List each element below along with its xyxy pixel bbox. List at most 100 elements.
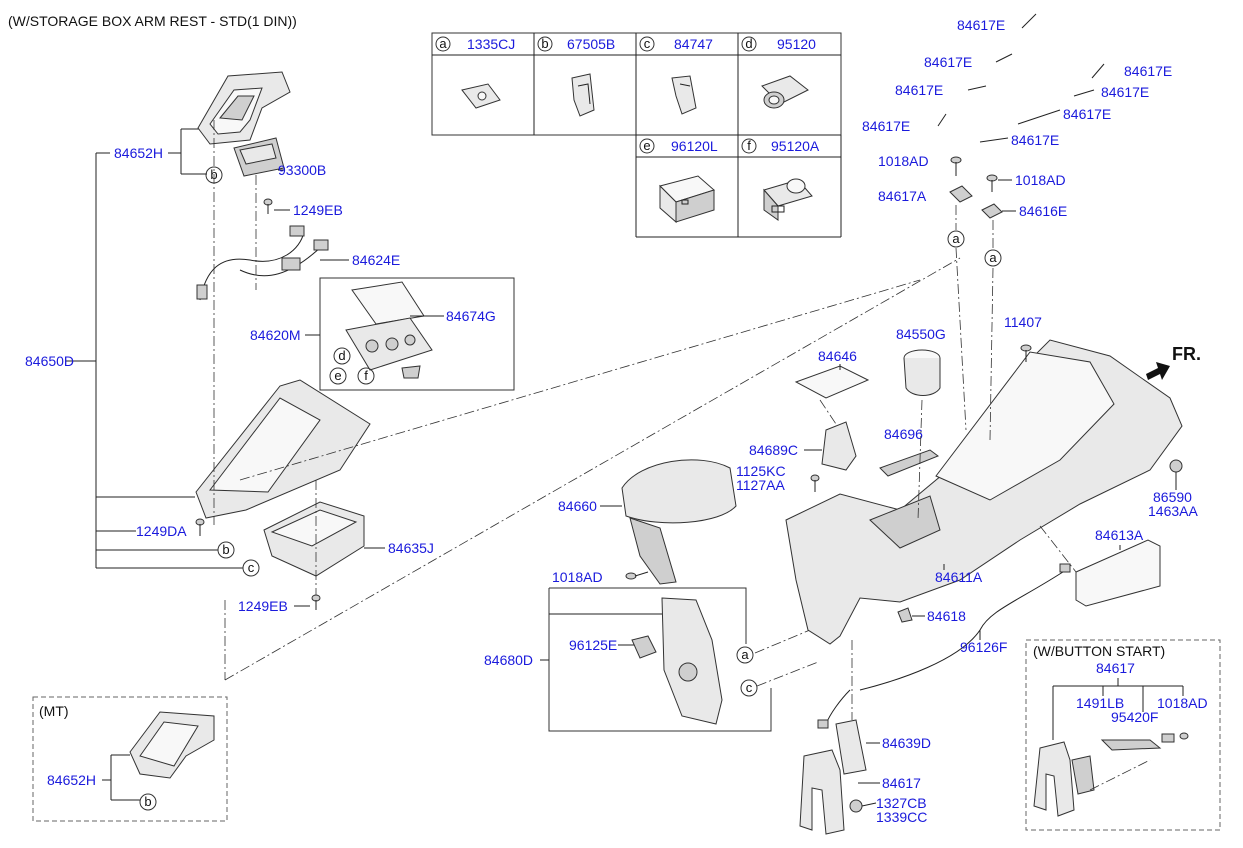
- label-93300b: 93300B: [278, 162, 326, 178]
- label-1018ad-left: 1018AD: [552, 569, 603, 585]
- button-start-title: (W/BUTTON START): [1033, 643, 1165, 659]
- nut-1327cb: [849, 799, 863, 813]
- armrest-lid-84660: [621, 459, 737, 585]
- mt-variant-title: (MT): [39, 703, 69, 719]
- label-95420f: 95420F: [1111, 709, 1158, 725]
- label-84624e: 84624E: [352, 252, 400, 268]
- label-84652h: 84652H: [114, 145, 163, 161]
- legend-letter-d: d: [745, 36, 752, 51]
- callout-f: f: [364, 368, 368, 383]
- subassembly-box-84620m: [319, 277, 515, 391]
- usb-96120l-drawing: [659, 175, 715, 224]
- label-1463aa: 1463AA: [1148, 503, 1198, 519]
- clip-86590: [1169, 459, 1183, 473]
- wiring-harness-84624e: [196, 225, 329, 301]
- rear-cover-84680d: [661, 597, 723, 725]
- label-1018ad-button-start: 1018AD: [1157, 695, 1208, 711]
- legend-code-f: 95120A: [771, 138, 820, 154]
- usb-96125e: [631, 635, 657, 659]
- label-84617e-8: 84617E: [1011, 132, 1059, 148]
- legend-letter-e: e: [643, 138, 650, 153]
- pad-84646: [794, 365, 870, 399]
- pins-84617e: [937, 13, 1105, 143]
- label-84674g: 84674G: [446, 308, 496, 324]
- label-1249da: 1249DA: [136, 523, 187, 539]
- panel-84620m: [345, 317, 433, 379]
- screw-1018ad-button-start: [1179, 732, 1189, 740]
- label-86590: 86590: [1153, 489, 1192, 505]
- legend-code-d: 95120: [777, 36, 816, 52]
- legend-letter-a: a: [439, 36, 447, 51]
- bracket-84617-bottom: [799, 749, 845, 835]
- label-84617e-2: 84617E: [924, 54, 972, 70]
- callout-a-3: a: [989, 250, 997, 265]
- button-start-variant-box: [1025, 639, 1221, 831]
- label-84550g: 84550G: [896, 326, 946, 342]
- front-console-cover: [195, 379, 371, 519]
- bolt-11407: [1020, 344, 1032, 362]
- screw-1249da: [195, 518, 205, 536]
- screw-1249eb-bottom: [311, 594, 321, 610]
- label-1327cb: 1327CB: [876, 795, 927, 811]
- label-84611a: 84611A: [935, 569, 983, 585]
- callout-e: e: [334, 368, 341, 383]
- label-84620m: 84620M: [250, 327, 301, 343]
- label-84616e: 84616E: [1019, 203, 1067, 219]
- callout-b-3: b: [144, 794, 151, 809]
- latch-84689c: [821, 421, 857, 471]
- bracket-84650d: [66, 152, 243, 569]
- cup-holder-84550g: [903, 349, 941, 396]
- legend-code-c: 84747: [674, 36, 713, 52]
- bracket-84652h-mt: [102, 754, 140, 801]
- bracket-84652h: [168, 128, 207, 175]
- callout-d: d: [338, 348, 345, 363]
- label-84660: 84660: [558, 498, 597, 514]
- label-84696: 84696: [884, 426, 923, 442]
- legend-code-b: 67505B: [567, 36, 615, 52]
- clip-84747-drawing: [671, 75, 697, 115]
- storage-box-84635j: [263, 501, 365, 577]
- screw-1018ad-a: [950, 156, 962, 176]
- label-84617-button-start: 84617: [1096, 660, 1135, 676]
- antenna-95420f: [1100, 733, 1175, 751]
- label-84617e-7: 84617E: [1063, 106, 1111, 122]
- legend-letter-c: c: [644, 36, 651, 51]
- screw-1018ad-b: [986, 174, 998, 192]
- label-84617e-6: 84617E: [1101, 84, 1149, 100]
- label-84618: 84618: [927, 608, 966, 624]
- shift-bezel-84652h: [197, 71, 291, 145]
- page-title: (W/STORAGE BOX ARM REST - STD(1 DIN)): [8, 13, 297, 29]
- label-84689c: 84689C: [749, 442, 798, 458]
- trim-84696: [879, 449, 940, 477]
- label-84617e-1: 84617E: [957, 17, 1005, 33]
- label-84639d: 84639D: [882, 735, 931, 751]
- cover-84674g: [351, 281, 425, 325]
- label-84635j: 84635J: [388, 540, 434, 556]
- main-console-84611a: [785, 339, 1183, 645]
- label-84613a: 84613A: [1095, 527, 1144, 543]
- label-1491lb: 1491LB: [1076, 695, 1124, 711]
- screw-1249eb-top: [263, 198, 273, 214]
- label-84652h-mt: 84652H: [47, 772, 96, 788]
- label-84617e-4: 84617E: [862, 118, 910, 134]
- clip-67505b-drawing: [571, 73, 595, 117]
- nut-84617a: [949, 185, 973, 203]
- front-direction-label: FR.: [1172, 344, 1201, 364]
- label-1018ad-a: 1018AD: [878, 153, 929, 169]
- socket-95120-drawing: [761, 75, 809, 109]
- bracket-84617-button-start-lines: [1052, 678, 1184, 740]
- label-84646: 84646: [818, 348, 857, 364]
- subassembly-box-84680d: [548, 587, 772, 732]
- bracket-84639d: [835, 719, 867, 775]
- front-direction-arrow-icon: [1146, 362, 1170, 380]
- label-1018ad-b: 1018AD: [1015, 172, 1066, 188]
- callout-a-2: a: [952, 231, 960, 246]
- label-1249eb-bottom: 1249EB: [238, 598, 288, 614]
- shift-bezel-mt: [129, 711, 215, 779]
- callout-b-2: b: [222, 542, 229, 557]
- label-11407: 11407: [1004, 314, 1042, 330]
- legend-table: a 1335CJ b 67505B c 84747 d 95120 e 9612…: [431, 32, 842, 238]
- label-1339cc: 1339CC: [876, 809, 927, 825]
